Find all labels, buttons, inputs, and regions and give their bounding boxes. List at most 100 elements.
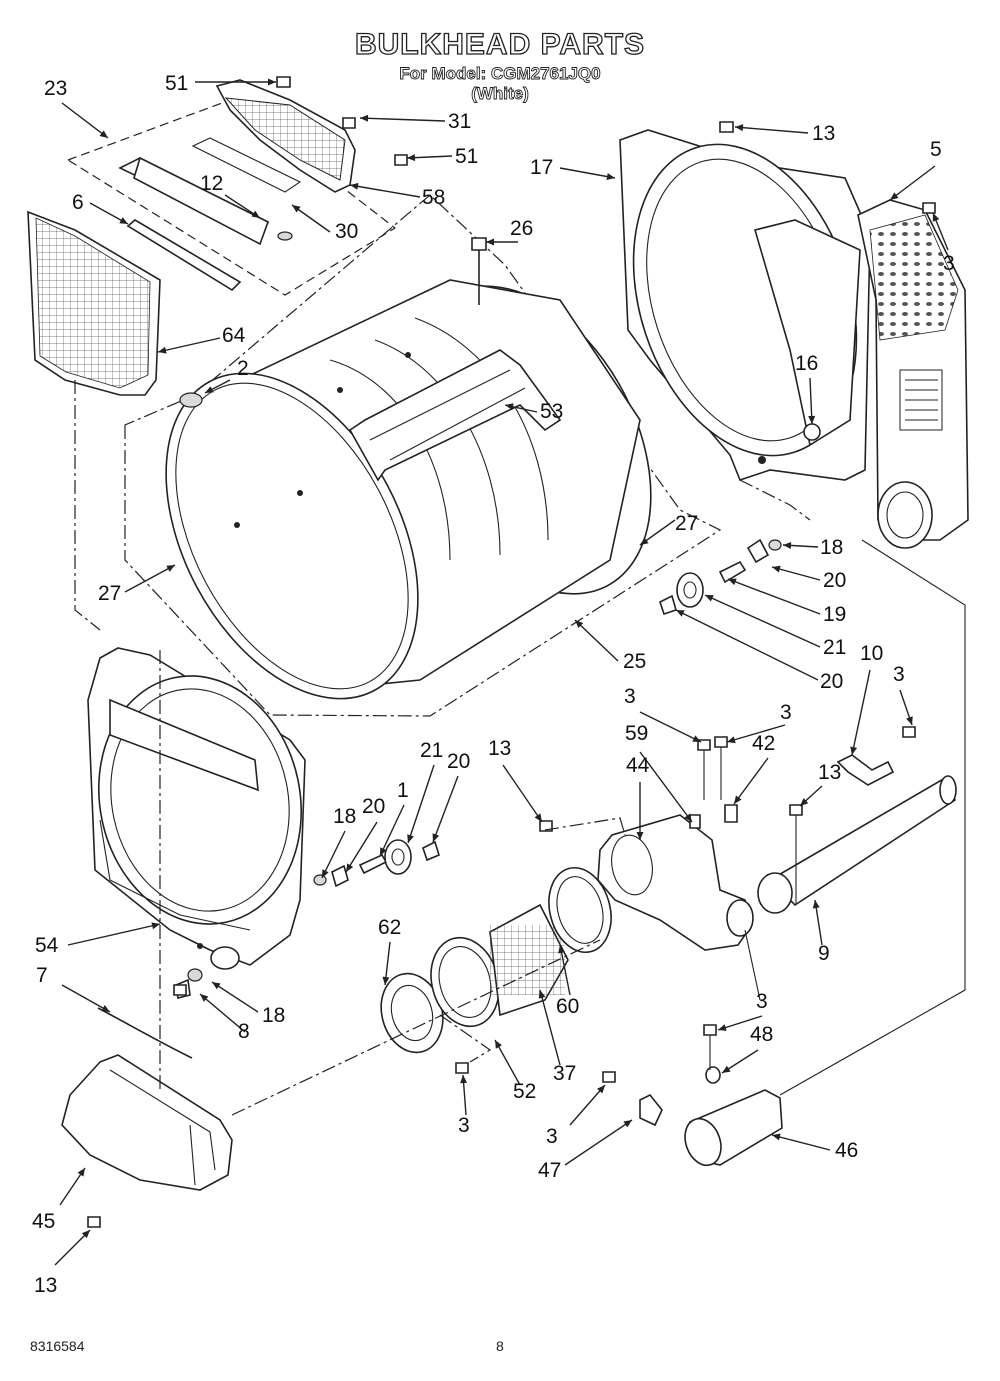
callout-51: 51 — [165, 72, 188, 95]
callout-leader-line — [569, 1084, 606, 1126]
callout-10: 10 — [860, 642, 883, 665]
callout-20-b: 20 — [820, 670, 843, 693]
callout-arrowhead — [575, 620, 584, 629]
callout-arrowhead — [890, 192, 899, 200]
callout-leader-line — [61, 102, 109, 139]
callout-leader-line — [851, 669, 871, 756]
callout-6: 6 — [72, 191, 84, 214]
callout-leader-line — [727, 578, 821, 615]
callout-18-b: 18 — [333, 805, 356, 828]
lint-grille-mesh — [224, 97, 346, 181]
callout-arrowhead — [772, 565, 781, 573]
callout-leader-line — [771, 566, 821, 581]
exhaust-duct — [757, 775, 957, 914]
rear-bearing-parts — [659, 538, 782, 616]
callout-52: 52 — [513, 1080, 536, 1103]
callout-arrowhead — [505, 403, 514, 411]
callout-23: 23 — [44, 77, 67, 100]
callout-31: 31 — [448, 110, 471, 133]
callout-27: 27 — [675, 512, 698, 535]
callout-37: 37 — [553, 1062, 576, 1085]
callout-arrowhead — [460, 1075, 468, 1084]
callout-arrowhead — [623, 1120, 632, 1128]
callout-leader-line — [726, 724, 786, 743]
plug-button — [179, 392, 203, 408]
callout-arrowhead — [380, 847, 387, 856]
callout-arrowhead — [407, 154, 416, 162]
callout-44: 44 — [626, 754, 650, 777]
callout-leader-line — [559, 167, 616, 179]
callout-20: 20 — [823, 569, 846, 592]
drum-baffle — [348, 349, 562, 482]
callout-30: 30 — [335, 220, 358, 243]
callout-45: 45 — [32, 1210, 55, 1233]
callout-arrowhead — [350, 182, 359, 190]
callout-arrowhead — [101, 1005, 110, 1012]
callout-leader-line — [675, 609, 819, 681]
callout-arrowhead — [728, 578, 737, 586]
callout-arrowhead — [205, 386, 214, 393]
callout-3-e: 3 — [756, 990, 768, 1013]
callout-3-b: 3 — [893, 663, 905, 686]
callout-leader-line — [889, 165, 936, 201]
callout-arrowhead — [77, 1168, 85, 1177]
callout-20-d: 20 — [447, 750, 470, 773]
callout-leader-line — [349, 184, 421, 198]
callout-arrowhead — [407, 834, 414, 843]
callout-3: 3 — [943, 252, 955, 275]
callout-leader-line — [321, 830, 346, 879]
callout-leader-line — [502, 764, 543, 823]
page-number: 8 — [496, 1338, 504, 1354]
callout-arrowhead — [99, 130, 108, 138]
callout-arrowhead — [200, 994, 209, 1002]
lint-screen-group-outline — [66, 99, 397, 296]
callout-arrowhead — [692, 735, 701, 742]
callout-27-b: 27 — [98, 582, 121, 605]
callout-arrowhead — [432, 833, 440, 842]
callout-47: 47 — [538, 1159, 561, 1182]
callout-leader-line — [539, 989, 561, 1066]
callout-arrowhead — [636, 832, 644, 840]
callout-13: 13 — [812, 122, 835, 145]
callout-leader-line — [432, 775, 459, 843]
callout-arrowhead — [119, 217, 128, 224]
callout-arrowhead — [734, 795, 742, 804]
callout-arrowhead — [322, 869, 329, 878]
document-number: 8316584 — [30, 1338, 85, 1354]
callout-arrowhead — [158, 346, 167, 354]
callout-arrowhead — [166, 565, 175, 572]
lint-screen — [27, 210, 161, 396]
callout-arrowhead — [495, 1040, 502, 1049]
callout-leader-line — [54, 1229, 91, 1266]
callout-leader-line — [157, 337, 221, 353]
rear-bulkhead — [619, 129, 871, 481]
callout-42: 42 — [752, 732, 775, 755]
callout-arrowhead — [151, 922, 160, 930]
callout-arrowhead — [534, 813, 542, 822]
callout-leader-line — [574, 619, 619, 662]
callout-arrowhead — [538, 990, 546, 999]
callout-leader-line — [407, 764, 435, 844]
callout-7: 7 — [36, 964, 48, 987]
callout-20-c: 20 — [362, 795, 385, 818]
callout-leader-line — [559, 944, 571, 996]
callout-arrowhead — [212, 982, 221, 990]
callout-59: 59 — [625, 722, 648, 745]
callout-leader-line — [124, 564, 176, 593]
callout-58: 58 — [422, 186, 445, 209]
callout-arrowhead — [783, 541, 792, 549]
callout-arrowhead — [346, 863, 354, 872]
callout-leader-line — [704, 594, 821, 648]
callout-17: 17 — [530, 156, 553, 179]
lint-screen-strip — [126, 219, 242, 292]
callout-3-d: 3 — [780, 701, 792, 724]
felt-seal — [97, 1007, 193, 1059]
duct-clamp — [836, 754, 895, 786]
callout-arrowhead — [705, 595, 714, 602]
callout-arrowhead — [718, 1024, 727, 1031]
callout-arrowhead — [486, 238, 494, 246]
callout-leader-line — [359, 117, 446, 122]
lint-screen-group — [66, 79, 397, 296]
